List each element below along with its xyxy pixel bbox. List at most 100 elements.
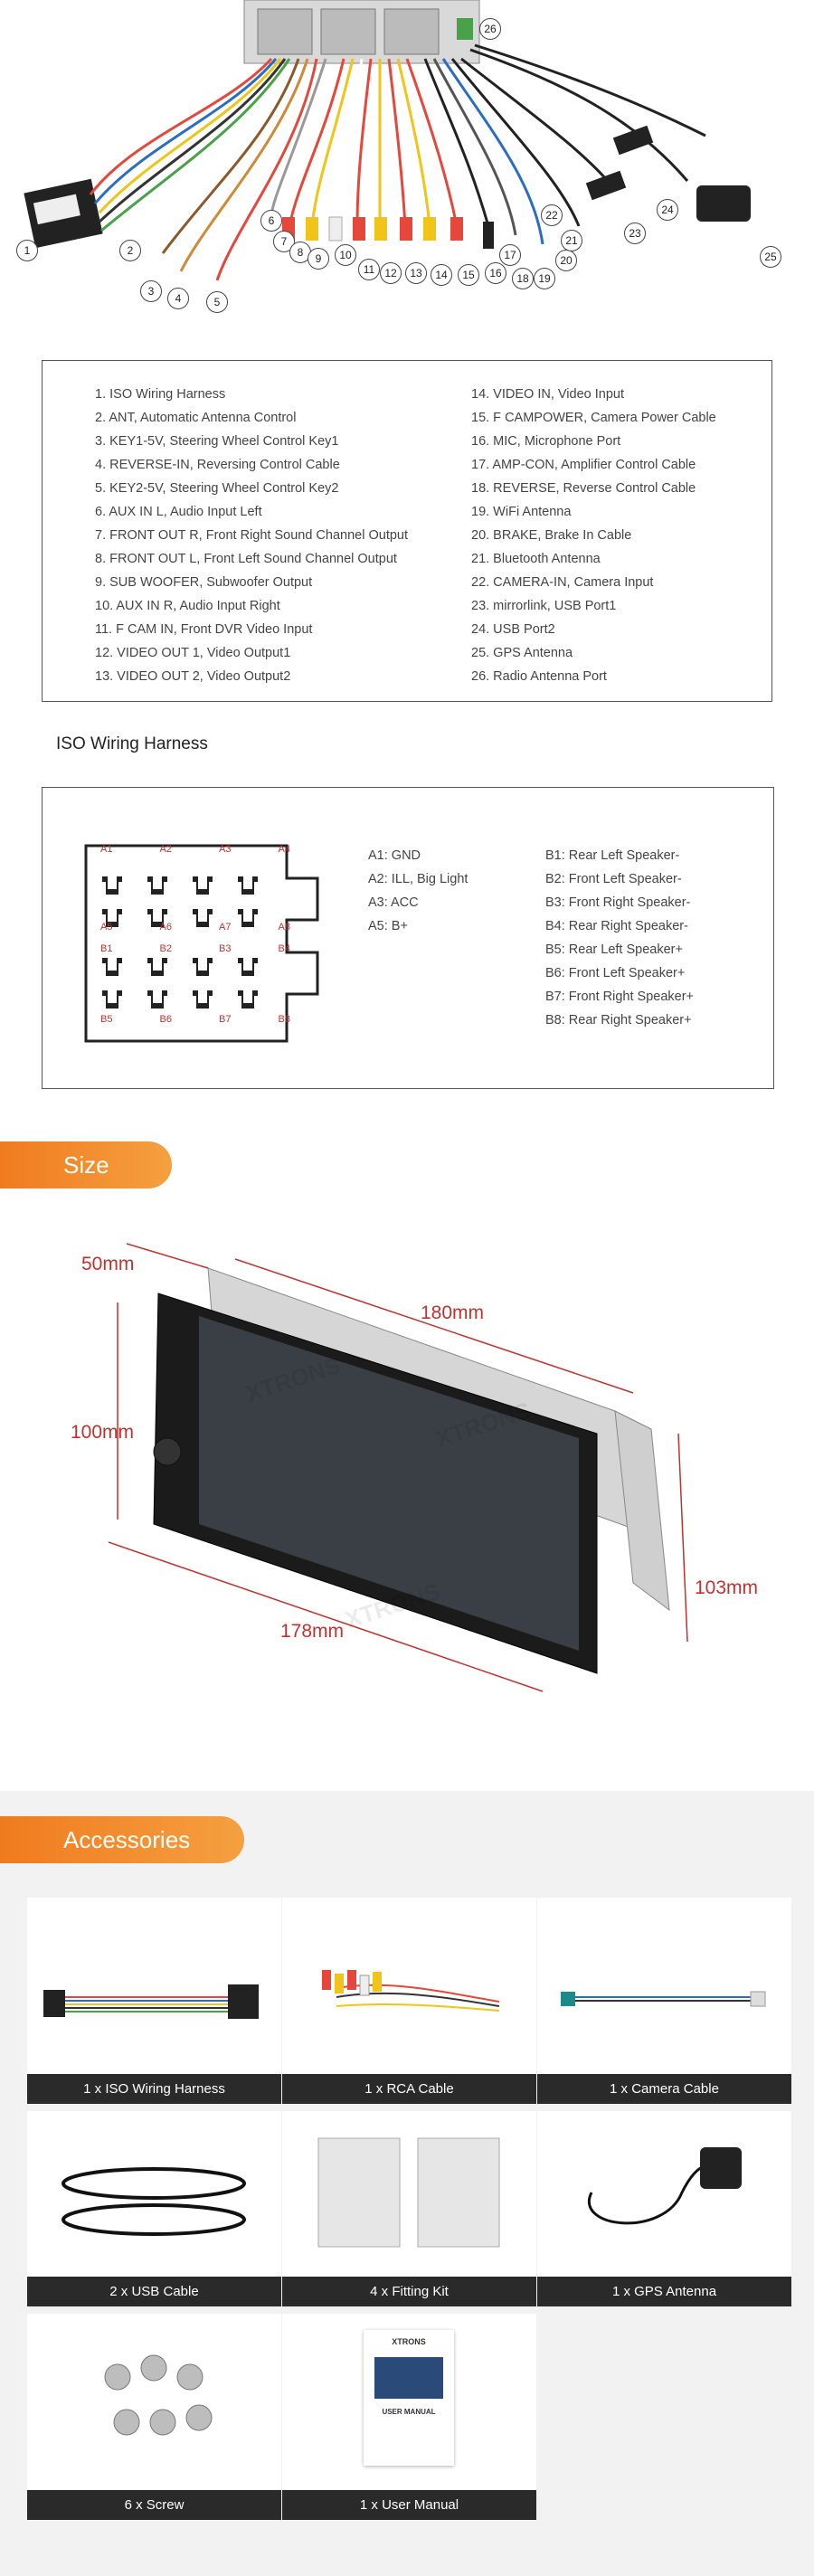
legend-item: 2. ANT, Automatic Antenna Control bbox=[95, 411, 297, 425]
accessory-card-camera: 1 x Camera Cable bbox=[537, 1898, 791, 2104]
pin-desc: A5: B+ bbox=[368, 919, 408, 933]
pin-desc: A1: GND bbox=[368, 848, 421, 863]
accessory-caption: 1 x ISO Wiring Harness bbox=[27, 2074, 281, 2104]
iso-connector-drawing bbox=[84, 844, 319, 1043]
pin-desc: B7: Front Right Speaker+ bbox=[545, 990, 695, 1004]
legend-item: 21. Bluetooth Antenna bbox=[471, 552, 601, 566]
iso-harness-icon bbox=[43, 1984, 259, 2019]
legend-item: 17. AMP-CON, Amplifier Control Cable bbox=[471, 458, 696, 472]
wiring-illustration bbox=[24, 0, 751, 281]
legend-item: 14. VIDEO IN, Video Input bbox=[471, 387, 624, 402]
pin-label: B2 bbox=[159, 943, 172, 954]
legend-item: 23. mirrorlink, USB Port1 bbox=[471, 599, 617, 613]
wiring-diagram: 1 2 3 4 5 6 7 8 9 10 11 12 13 14 15 16 1… bbox=[0, 0, 814, 335]
legend-item: 7. FRONT OUT R, Front Right Sound Channe… bbox=[95, 528, 409, 543]
legend-item: 10. AUX IN R, Audio Input Right bbox=[95, 599, 280, 613]
connector-pin bbox=[102, 990, 122, 1009]
dim-width-top: 180mm bbox=[421, 1302, 485, 1323]
pin-label: A1 bbox=[100, 844, 113, 855]
rca-cable-icon bbox=[322, 1970, 500, 2012]
callout-19: 19 bbox=[534, 268, 555, 289]
accessory-card-rca: 1 x RCA Cable bbox=[282, 1898, 536, 2104]
pin-desc: B4: Rear Right Speaker- bbox=[545, 919, 688, 933]
accessory-card-gps: 1 x GPS Antenna bbox=[537, 2111, 791, 2306]
accessory-card-screw: 6 x Screw bbox=[27, 2314, 281, 2520]
callout-5: 5 bbox=[206, 291, 228, 313]
legend-item: 24. USB Port2 bbox=[471, 622, 555, 637]
conn-label-row-a-top: A1 A2 A3 A4 bbox=[100, 844, 290, 855]
accessories-section-pill: Accessories bbox=[0, 1816, 244, 1863]
accessory-card-manual: XTRONS USER MANUAL 1 x User Manual bbox=[282, 2314, 536, 2520]
callout-20: 20 bbox=[555, 250, 577, 271]
legend-item: 5. KEY2-5V, Steering Wheel Control Key2 bbox=[95, 481, 339, 496]
pin-label: B5 bbox=[100, 1014, 113, 1025]
accessory-card-fitting: 4 x Fitting Kit bbox=[282, 2111, 536, 2306]
legend-item: 3. KEY1-5V, Steering Wheel Control Key1 bbox=[95, 434, 339, 449]
dim-height-right: 103mm bbox=[695, 1577, 759, 1598]
pin-label: A8 bbox=[278, 922, 290, 933]
legend-item: 19. WiFi Antenna bbox=[471, 505, 572, 519]
legend-item: 4. REVERSE-IN, Reversing Control Cable bbox=[95, 458, 340, 472]
pin-label: A3 bbox=[219, 844, 232, 855]
fitting-kit-icon bbox=[317, 2137, 500, 2248]
pin-desc: B1: Rear Left Speaker- bbox=[545, 848, 680, 863]
callout-13: 13 bbox=[405, 262, 427, 284]
conn-label-row-a-bot: A5 A6 A7 A8 bbox=[100, 922, 290, 933]
legend-item: 9. SUB WOOFER, Subwoofer Output bbox=[95, 575, 313, 590]
connector-pin bbox=[102, 876, 122, 895]
connector-pin bbox=[147, 909, 167, 927]
legend-right-column: 14. VIDEO IN, Video Input 15. F CAMPOWER… bbox=[471, 383, 716, 688]
legend-item: 12. VIDEO OUT 1, Video Output1 bbox=[95, 646, 291, 660]
pin-list-a: A1: GND A2: ILL, Big Light A3: ACC A5: B… bbox=[368, 844, 468, 938]
pin-label: B7 bbox=[219, 1014, 232, 1025]
pin-label: A7 bbox=[219, 922, 232, 933]
conn-label-row-b-top: B1 B2 B3 B4 bbox=[100, 943, 290, 954]
connector-pin bbox=[238, 876, 258, 895]
legend-item: 11. F CAM IN, Front DVR Video Input bbox=[95, 622, 313, 637]
callout-3: 3 bbox=[140, 280, 162, 302]
legend-left-column: 1. ISO Wiring Harness 2. ANT, Automatic … bbox=[95, 383, 408, 688]
connector-pin bbox=[193, 958, 213, 976]
accessory-card-usb: 2 x USB Cable bbox=[27, 2111, 281, 2306]
camera-cable-icon bbox=[561, 1991, 766, 2007]
connector-pin bbox=[193, 990, 213, 1009]
callout-22: 22 bbox=[541, 204, 563, 226]
pin-desc: A3: ACC bbox=[368, 895, 419, 910]
accessory-caption: 6 x Screw bbox=[27, 2490, 281, 2520]
callout-24: 24 bbox=[657, 199, 678, 221]
iso-harness-box: A1 A2 A3 A4 A5 A6 A7 A8 B1 B2 B3 B4 B5 B… bbox=[42, 787, 774, 1089]
dim-height-left: 100mm bbox=[71, 1422, 135, 1443]
manual-cover-screen bbox=[374, 2357, 443, 2399]
callout-23: 23 bbox=[624, 223, 646, 244]
pin-label: B6 bbox=[159, 1014, 172, 1025]
callout-17: 17 bbox=[499, 244, 521, 266]
user-manual-image: XTRONS USER MANUAL bbox=[364, 2330, 454, 2466]
callout-10: 10 bbox=[335, 244, 356, 266]
legend-item: 25. GPS Antenna bbox=[471, 646, 573, 660]
legend-item: 1. ISO Wiring Harness bbox=[95, 387, 226, 402]
connector-pin bbox=[193, 909, 213, 927]
legend-item: 22. CAMERA-IN, Camera Input bbox=[471, 575, 654, 590]
connector-pin bbox=[147, 876, 167, 895]
gps-antenna-icon bbox=[588, 2147, 742, 2225]
pin-list-b: B1: Rear Left Speaker- B2: Front Left Sp… bbox=[545, 844, 694, 1032]
dim-depth: 50mm bbox=[81, 1254, 135, 1274]
callout-26: 26 bbox=[479, 18, 501, 40]
pin-desc: B6: Front Left Speaker+ bbox=[545, 966, 686, 980]
accessory-caption: 1 x RCA Cable bbox=[282, 2074, 536, 2104]
legend-item: 15. F CAMPOWER, Camera Power Cable bbox=[471, 411, 716, 425]
connection-legend: 1. ISO Wiring Harness 2. ANT, Automatic … bbox=[42, 360, 772, 702]
dim-width-bottom: 178mm bbox=[280, 1621, 345, 1642]
legend-item: 18. REVERSE, Reverse Control Cable bbox=[471, 481, 696, 496]
size-diagram: XTRONS XTRONS XTRONS 50mm 180mm 100mm 10… bbox=[54, 1203, 778, 1764]
connector-pin bbox=[238, 958, 258, 976]
pin-label: B1 bbox=[100, 943, 113, 954]
connector-pin bbox=[238, 990, 258, 1009]
pin-desc: B8: Rear Right Speaker+ bbox=[545, 1013, 692, 1028]
legend-item: 13. VIDEO OUT 2, Video Output2 bbox=[95, 669, 291, 684]
connector-pin bbox=[193, 876, 213, 895]
connector-pin bbox=[147, 990, 167, 1009]
callout-14: 14 bbox=[431, 264, 452, 286]
callout-12: 12 bbox=[380, 262, 402, 284]
callout-15: 15 bbox=[458, 264, 479, 286]
